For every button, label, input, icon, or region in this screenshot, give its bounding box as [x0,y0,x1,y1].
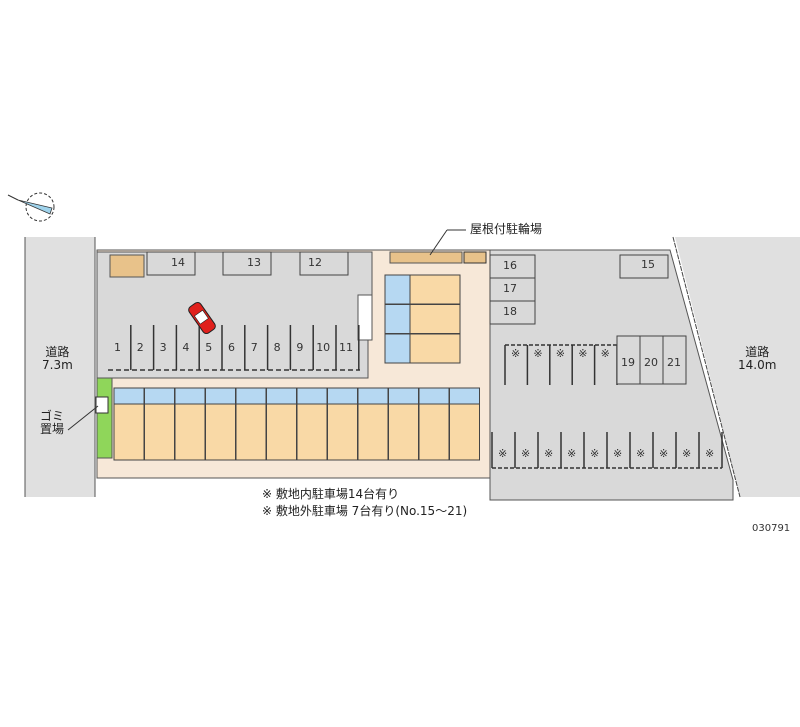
compass-icon [7,192,55,222]
reserved-space-mark: ※ [521,447,531,460]
parking-space-13 [222,251,272,276]
parking-space-15 [619,254,669,279]
car-icon [188,301,216,335]
note-offsite-parking: ※ 敷地外駐車場 7台有り(No.15〜21) [262,504,468,518]
unit-wet-area [418,387,450,405]
unit-wet-area [113,387,145,405]
unit-wet-area [174,387,206,405]
parking-space-21 [662,335,687,385]
reserved-space-mark: ※ [705,447,715,460]
reserved-space-mark: ※ [555,347,566,360]
right-road [675,237,800,497]
unit-wet-area [235,387,267,405]
note-onsite-parking: ※ 敷地内駐車場14台有り [262,487,400,501]
parking-space-label: 17 [503,282,517,295]
parking-space-6: 6 [228,341,235,354]
apartment-unit [113,403,145,461]
garbage-label: ゴミ置場 [39,409,64,436]
parking-space-label: 19 [621,356,635,369]
reserved-space-mark: ※ [544,447,554,460]
parking-space-1: 1 [114,341,121,354]
parking-space-label: 20 [644,356,658,369]
apartment-unit [409,333,461,364]
property-code: 030791 [752,523,791,534]
reserved-space-mark: ※ [659,447,669,460]
apartment-unit [327,403,358,461]
parking-space-7: 7 [250,341,258,354]
parking-space-label: 16 [503,259,517,272]
unit-wet-area [205,387,236,405]
parking-space-5: 5 [205,341,213,354]
unit-wet-area [327,387,358,405]
apartment-unit [409,274,461,305]
parking-space-label: 13 [247,256,261,269]
reserved-space-mark: ※ [567,447,577,460]
reserved-space-mark: ※ [613,447,623,460]
apartment-unit [174,403,206,461]
reserved-space-mark: ※ [636,447,646,460]
apartment-unit [388,403,419,461]
parking-space-3: 3 [159,341,167,354]
greenery [96,377,113,459]
apartment-unit [357,403,389,461]
parking-space-14 [146,251,196,276]
apartment-unit [409,304,461,334]
parking-space-label: 18 [503,305,517,318]
parking-space-8: 8 [273,341,281,354]
parking-space-label: 14 [171,256,185,269]
apartment-unit [266,403,297,461]
unit-wet-area [384,333,411,364]
reserved-space-mark: ※ [590,447,600,460]
unit-wet-area [266,387,297,405]
unit-wet-area [449,387,480,405]
parking-space-2: 2 [136,341,144,354]
reserved-space-mark: ※ [498,447,508,460]
parking-space-label: 15 [641,258,655,271]
garbage-area [95,396,109,414]
unit-wet-area [296,387,328,405]
external-parking-lot [489,249,734,501]
reserved-space-mark: ※ [511,347,521,360]
apartment-unit [296,403,328,461]
reserved-space-mark: ※ [600,347,610,360]
parking-space-18 [489,300,536,325]
parking-space-11: 11 [339,341,353,354]
unit-wet-area [388,387,419,405]
apartment-unit [418,403,450,461]
bike-shelter-label: 屋根付駐輪場 [470,222,543,236]
reserved-space-mark: ※ [682,447,692,460]
apartment-unit [449,403,480,461]
parking-space-label: 12 [308,256,322,269]
parking-space-9: 9 [296,341,304,354]
bike-shelter [389,251,463,264]
reserved-space-mark: ※ [533,347,543,360]
unit-wet-area [384,304,411,334]
apartment-unit [205,403,236,461]
unit-wet-area [384,274,411,305]
parking-space-12 [299,251,349,276]
parking-space-4: 4 [182,341,190,354]
unit-wet-area [144,387,175,405]
apartment-unit [144,403,175,461]
reserved-space-mark: ※ [578,347,588,360]
parking-space-label: 21 [667,356,681,369]
apartment-unit [235,403,267,461]
left-road [25,237,95,497]
parking-space-10: 10 [316,341,331,354]
unit-wet-area [357,387,389,405]
